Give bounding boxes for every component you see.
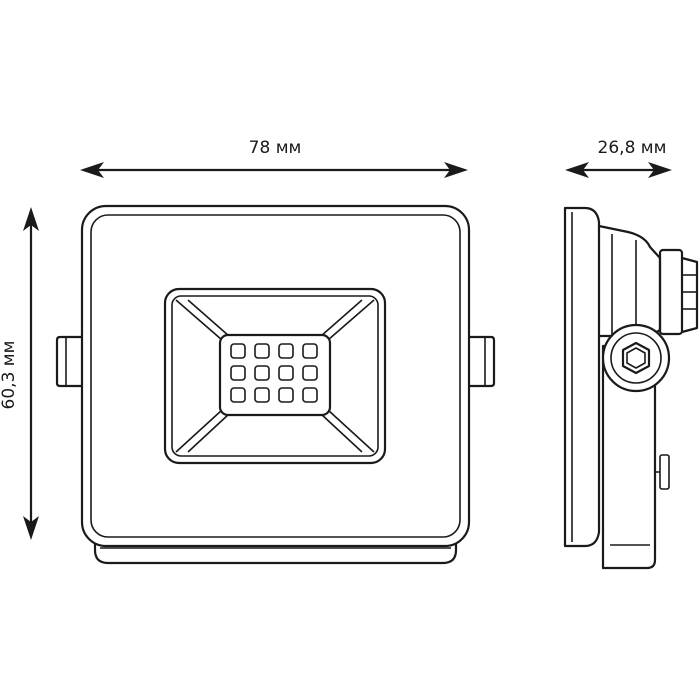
led-chip [278, 387, 294, 403]
led-chip [230, 365, 246, 381]
led-chip [278, 343, 294, 359]
depth-arrow-right [648, 162, 672, 178]
hex-bolt-icon [621, 341, 651, 375]
reflector-frame-inner [171, 295, 379, 457]
led-chip [302, 365, 318, 381]
led-chip [230, 387, 246, 403]
side-view [563, 206, 699, 570]
height-dimension: 60,3 мм [0, 207, 39, 540]
front-bottom-bracket [93, 528, 458, 565]
led-chip [254, 365, 270, 381]
depth-dimension: 26,8 мм [565, 138, 672, 178]
side-front-bezel [563, 206, 601, 548]
depth-arrow-left [565, 162, 589, 178]
front-view [55, 204, 496, 565]
led-chip [230, 343, 246, 359]
side-cable-gland-nut [680, 256, 699, 334]
height-label: 60,3 мм [0, 341, 19, 410]
width-dimension: 78 мм [80, 138, 468, 178]
led-chip [254, 387, 270, 403]
reflector-frame-outer [163, 287, 387, 465]
front-housing-inner [90, 214, 461, 538]
front-left-mount-tab [55, 335, 84, 388]
height-arrow-top [23, 207, 39, 231]
height-arrow-bottom [23, 516, 39, 540]
width-label: 78 мм [249, 138, 302, 158]
front-right-mount-tab [467, 335, 496, 388]
led-chip [254, 343, 270, 359]
side-cable-gland [658, 248, 684, 336]
width-arrow-right [444, 162, 468, 178]
width-arrow-left [80, 162, 104, 178]
side-bracket-clip [659, 454, 670, 490]
led-chip [302, 387, 318, 403]
side-housing-back [597, 224, 662, 338]
led-board [218, 333, 332, 417]
led-chip [302, 343, 318, 359]
led-chip [278, 365, 294, 381]
led-grid [230, 343, 318, 403]
depth-label: 26,8 мм [598, 138, 667, 158]
